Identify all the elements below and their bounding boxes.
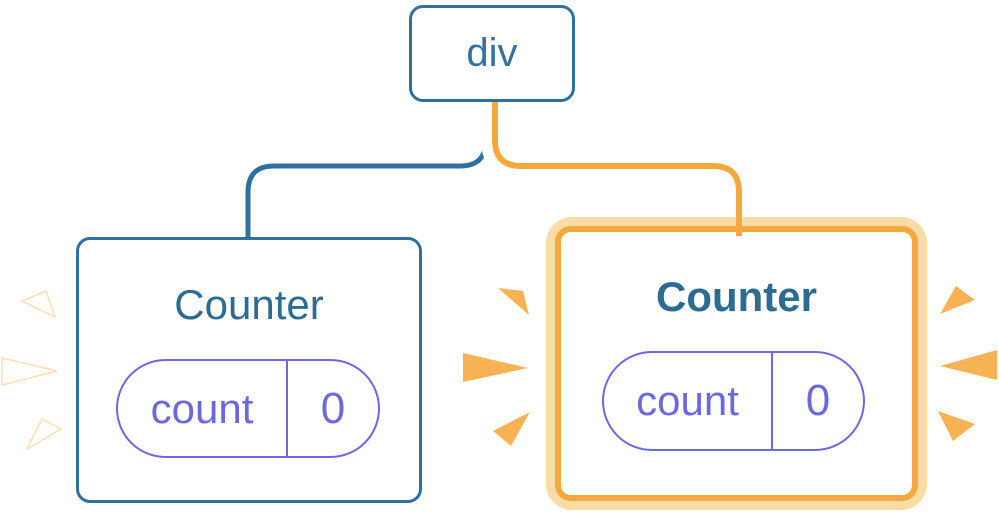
right-state-pill: count 0 bbox=[602, 351, 865, 451]
left-state-pill: count 0 bbox=[116, 359, 380, 458]
right-counter-title: Counter bbox=[656, 273, 817, 320]
root-div-node: div bbox=[409, 5, 575, 102]
counter-card-right-highlight-ring: Counter count 0 bbox=[546, 217, 927, 510]
counter-card-left: Counter count 0 bbox=[76, 237, 422, 503]
root-div-label: div bbox=[466, 31, 518, 75]
right-state-value: 0 bbox=[771, 353, 863, 449]
connector-to-left-counter bbox=[245, 101, 489, 240]
left-state-name: count bbox=[150, 384, 254, 432]
counter-card-right: Counter count 0 bbox=[555, 226, 918, 501]
connector-to-right-counter bbox=[492, 99, 742, 221]
connector-casing bbox=[481, 99, 753, 221]
right-state-name: count bbox=[636, 377, 739, 424]
left-state-value: 0 bbox=[286, 361, 378, 456]
left-counter-title: Counter bbox=[174, 281, 324, 328]
